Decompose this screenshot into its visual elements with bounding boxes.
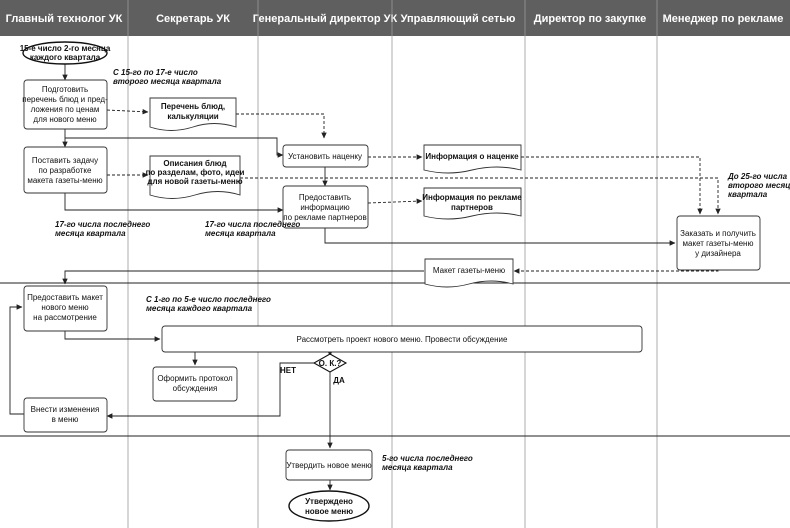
task-set-markup-label: Установить наценку [288, 152, 362, 161]
task-prepare-line-2: перечень блюд и пред- [22, 95, 108, 104]
task-prepare-line-1: Подготовить [42, 85, 88, 94]
task-present-line-1: Предоставить макет [27, 293, 103, 302]
lane-header-ad-manager: Менеджер по рекламе [663, 13, 784, 25]
note-4-line-1: 17-го числа последнего [205, 220, 300, 229]
note-3-line-1: 17-го числа последнего [55, 220, 150, 229]
doc-markup-info-label: Информация о наценке [425, 152, 519, 161]
lane-header-general-director: Генеральный директор УК [253, 13, 398, 25]
task-layout-line-3: макета газеты-меню [27, 176, 102, 185]
end-event: Утверждено новое меню [288, 490, 370, 522]
lane-header-chief-technologist: Главный технолог УК [6, 13, 123, 25]
decision-no-label: НЕТ [280, 366, 296, 375]
note-2-line-2: второго месяца [728, 181, 790, 190]
note-1-line-1: С 15-го по 17-е число [113, 68, 198, 77]
timing-notes: С 15-го по 17-е число второго месяца ква… [55, 68, 790, 472]
start-line-1: 15-е число 2-го месяца [20, 44, 111, 53]
doc-ad-info-line-2: партнеров [451, 203, 493, 212]
task-approve-label: Утвердить новое меню [286, 461, 371, 470]
task-layout-line-1: Поставить задачу [32, 156, 98, 165]
lane-dividers [127, 0, 658, 528]
task-present-line-2: нового меню [41, 303, 88, 312]
connectors [9, 64, 721, 491]
task-order-layout: Заказать и получить макет газеты-меню у … [676, 215, 761, 271]
note-6-line-1: 5-го числа последнего [382, 454, 473, 463]
start-line-2: каждого квартала [30, 53, 101, 62]
note-2-line-3: квартала [728, 190, 768, 199]
doc-dish-list: Перечень блюд, калькуляции [149, 97, 237, 131]
doc-ad-info-line-1: Информация по рекламе [422, 193, 522, 202]
doc-descriptions: Описания блюд по разделам, фото, идеи дл… [146, 155, 245, 199]
note-5-line-2: месяца каждого квартала [146, 304, 253, 313]
note-1-line-2: второго месяца квартала [113, 77, 222, 86]
task-approve-menu: Утвердить новое меню [285, 449, 373, 481]
end-line-1: Утверждено [305, 497, 353, 506]
task-protocol-line-1: Оформить протокол [157, 374, 233, 383]
lane-header-network-manager: Управляющий сетью [401, 13, 516, 25]
doc-descriptions-line-2: по разделам, фото, идеи [146, 168, 245, 177]
note-4-line-2: месяца квартала [205, 229, 276, 238]
task-provide-info-line-1: Предоставить [299, 193, 351, 202]
doc-descriptions-line-1: Описания блюд [163, 159, 226, 168]
task-order-layout-line-1: Заказать и получить [680, 229, 756, 238]
start-event: 15-е число 2-го месяца каждого квартала [20, 41, 111, 65]
task-prepare-line-4: для нового меню [33, 115, 96, 124]
task-present-line-3: на рассмотрение [33, 313, 97, 322]
header-bar [0, 0, 790, 36]
note-5-line-1: С 1-го по 5-е число последнего [146, 295, 271, 304]
task-layout-line-2: по разработке [39, 166, 92, 175]
doc-newspaper-layout-label: Макет газеты-меню [433, 266, 505, 275]
task-present-layout: Предоставить макет нового меню на рассмо… [23, 285, 108, 332]
doc-dish-list-line-1: Перечень блюд, [161, 102, 225, 111]
lane-headers: Главный технолог УК Секретарь УК Генерал… [6, 13, 784, 25]
lane-header-purchase-director: Директор по закупке [534, 13, 646, 25]
doc-descriptions-line-3: для новой газеты-меню [147, 177, 242, 186]
decision-yes-label: ДА [333, 376, 345, 385]
task-provide-info-line-3: по рекламе партнеров [283, 213, 367, 222]
task-provide-ad-info: Предоставить информацию по рекламе партн… [282, 185, 369, 229]
doc-markup-info: Информация о наценке [423, 144, 522, 174]
note-2-line-1: До 25-го числа [727, 172, 788, 181]
task-changes-line-1: Внести изменения [31, 405, 100, 414]
decision-ok: О. К.? [312, 353, 348, 373]
lane-header-secretary: Секретарь УК [156, 13, 230, 25]
task-changes-line-2: в меню [52, 415, 79, 424]
task-protocol-line-2: обсуждения [173, 384, 218, 393]
task-review-label: Рассмотреть проект нового меню. Провести… [297, 335, 509, 344]
task-prepare-dish-list: Подготовить перечень блюд и пред- ложени… [22, 79, 108, 130]
end-line-2: новое меню [305, 507, 353, 516]
doc-ad-info: Информация по рекламе партнеров [422, 187, 522, 220]
task-make-changes: Внести изменения в меню [23, 397, 108, 433]
task-set-markup: Установить наценку [282, 144, 369, 168]
task-review-discussion: Рассмотреть проект нового меню. Провести… [161, 325, 643, 353]
task-order-layout-line-2: макет газеты-меню [683, 239, 754, 248]
note-6-line-2: месяца квартала [382, 463, 453, 472]
doc-newspaper-layout: Макет газеты-меню [424, 258, 514, 288]
note-3-line-2: месяца квартала [55, 229, 126, 238]
task-order-layout-line-3: у дизайнера [695, 249, 741, 258]
doc-dish-list-line-2: калькуляции [167, 112, 218, 121]
task-prepare-line-3: ложения по ценам [31, 105, 100, 114]
task-provide-info-line-2: информацию [300, 203, 349, 212]
task-layout-assignment: Поставить задачу по разработке макета га… [23, 146, 108, 194]
decision-ok-label: О. К.? [319, 359, 342, 368]
task-protocol: Оформить протокол обсуждения [152, 366, 238, 402]
